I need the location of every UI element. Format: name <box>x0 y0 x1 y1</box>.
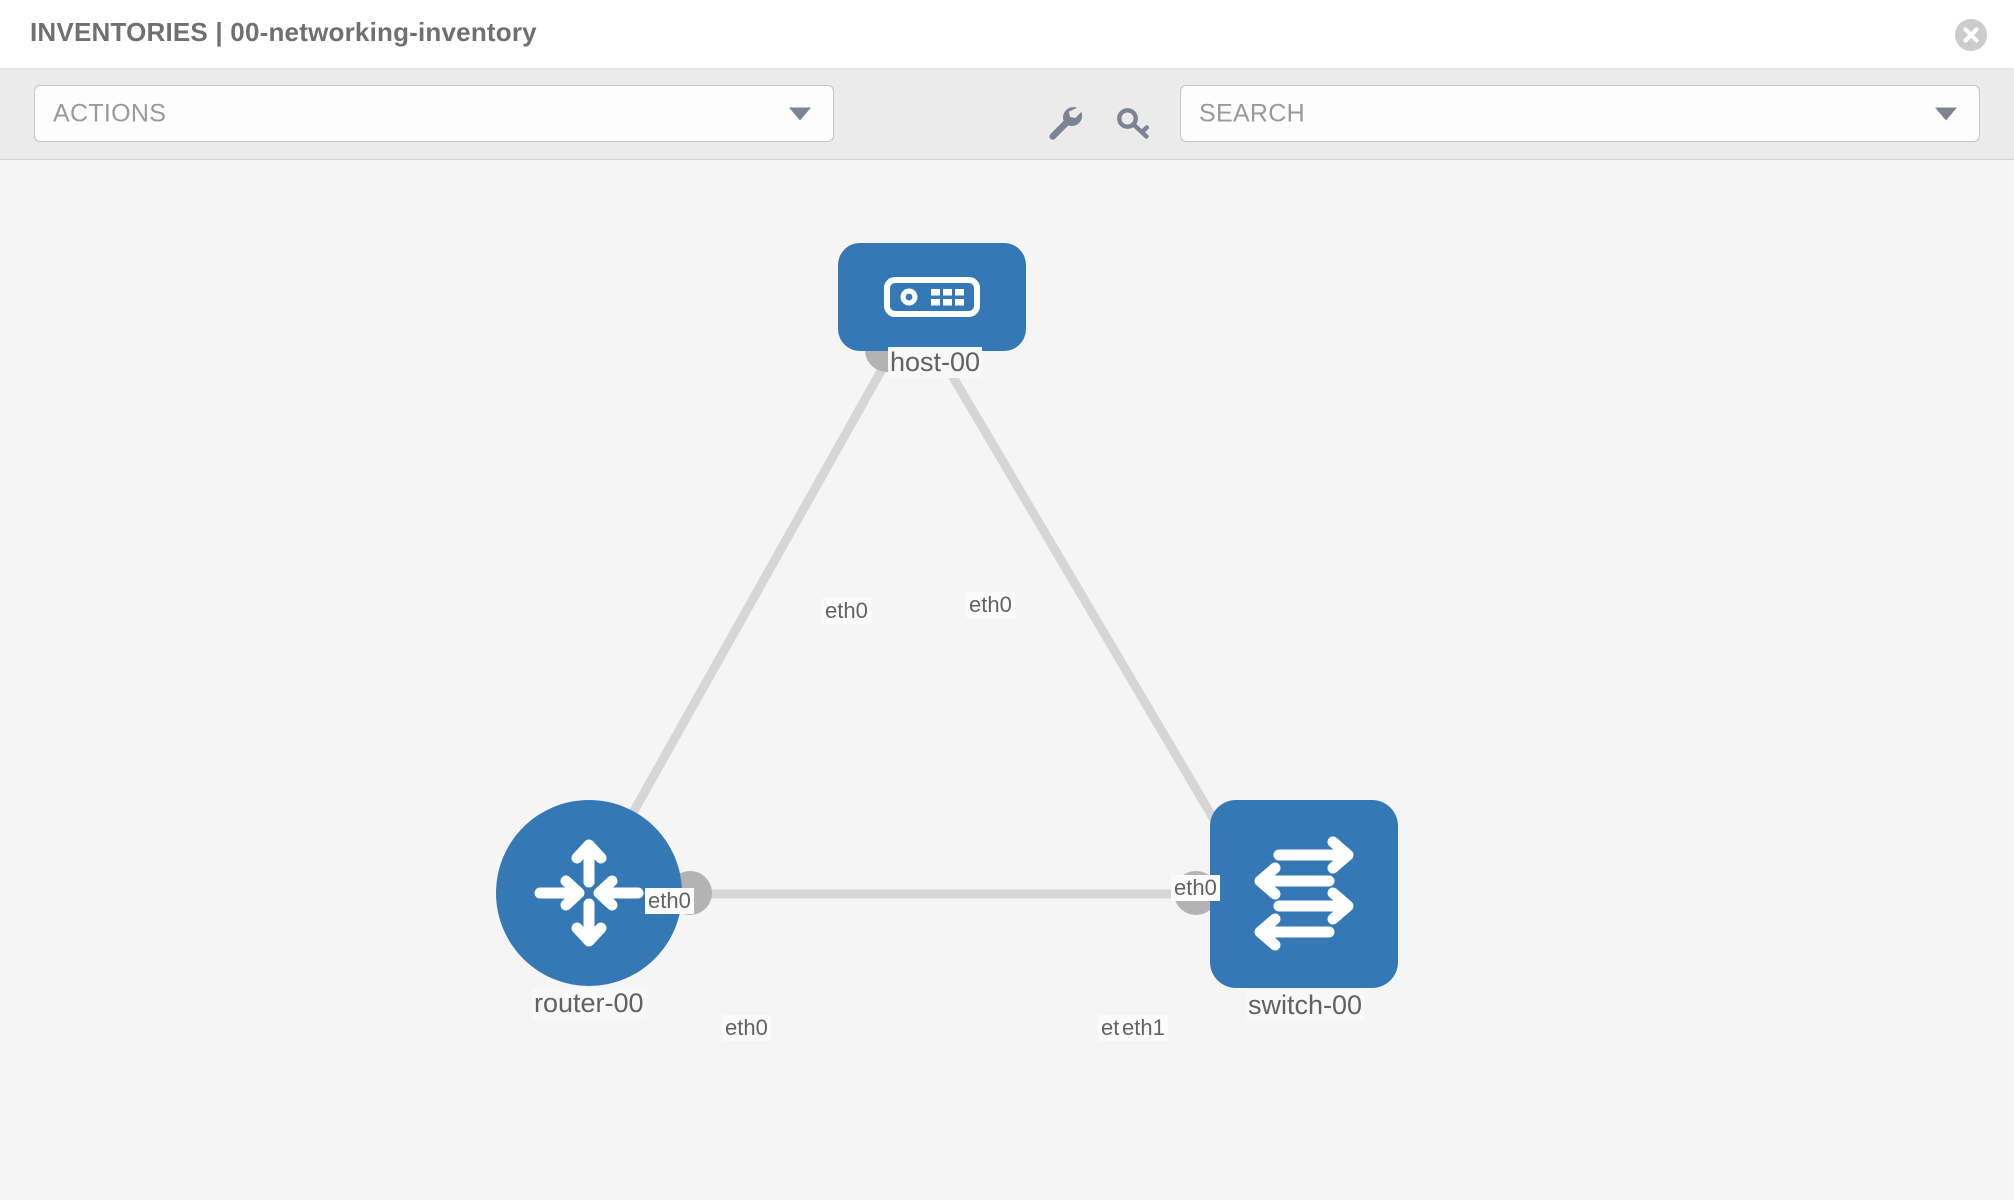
toolbar: ACTIONS SEARCH <box>0 69 2014 160</box>
page-title: INVENTORIES | 00-networking-inventory <box>30 17 537 47</box>
node-label-router-00: router-00 <box>532 988 646 1019</box>
edge-label-router-right-eth0: eth0 <box>722 1015 771 1041</box>
node-label-switch-00: switch-00 <box>1246 990 1365 1021</box>
router-arrows-icon <box>534 839 644 947</box>
switch-arrows-icon <box>1254 836 1354 951</box>
server-icon <box>884 277 980 317</box>
wrench-icon[interactable] <box>1043 102 1085 144</box>
close-icon[interactable] <box>1955 19 1987 51</box>
page-header: INVENTORIES | 00-networking-inventory <box>0 0 2014 69</box>
edge-label-host-right-eth0: eth0 <box>966 592 1015 618</box>
actions-dropdown[interactable]: ACTIONS <box>34 85 834 142</box>
edge-label-switch-left-eth1: eth1 <box>1119 1015 1168 1041</box>
edge-label-switch-up-eth0: eth0 <box>1171 875 1220 901</box>
search-input[interactable]: SEARCH <box>1180 85 1980 142</box>
edge-label-host-left-eth0: eth0 <box>822 598 871 624</box>
topology-canvas[interactable]: host-00 <box>0 160 2014 1200</box>
search-placeholder: SEARCH <box>1199 99 1305 127</box>
chevron-down-icon <box>1935 107 1957 120</box>
host-node-shape[interactable] <box>838 243 1026 351</box>
key-icon[interactable] <box>1113 102 1155 144</box>
chevron-down-icon <box>789 107 811 120</box>
edge-label-router-up-eth0: eth0 <box>645 888 694 914</box>
node-label-host-00: host-00 <box>888 347 983 378</box>
actions-dropdown-label: ACTIONS <box>53 99 167 127</box>
switch-node-shape[interactable] <box>1210 800 1398 988</box>
